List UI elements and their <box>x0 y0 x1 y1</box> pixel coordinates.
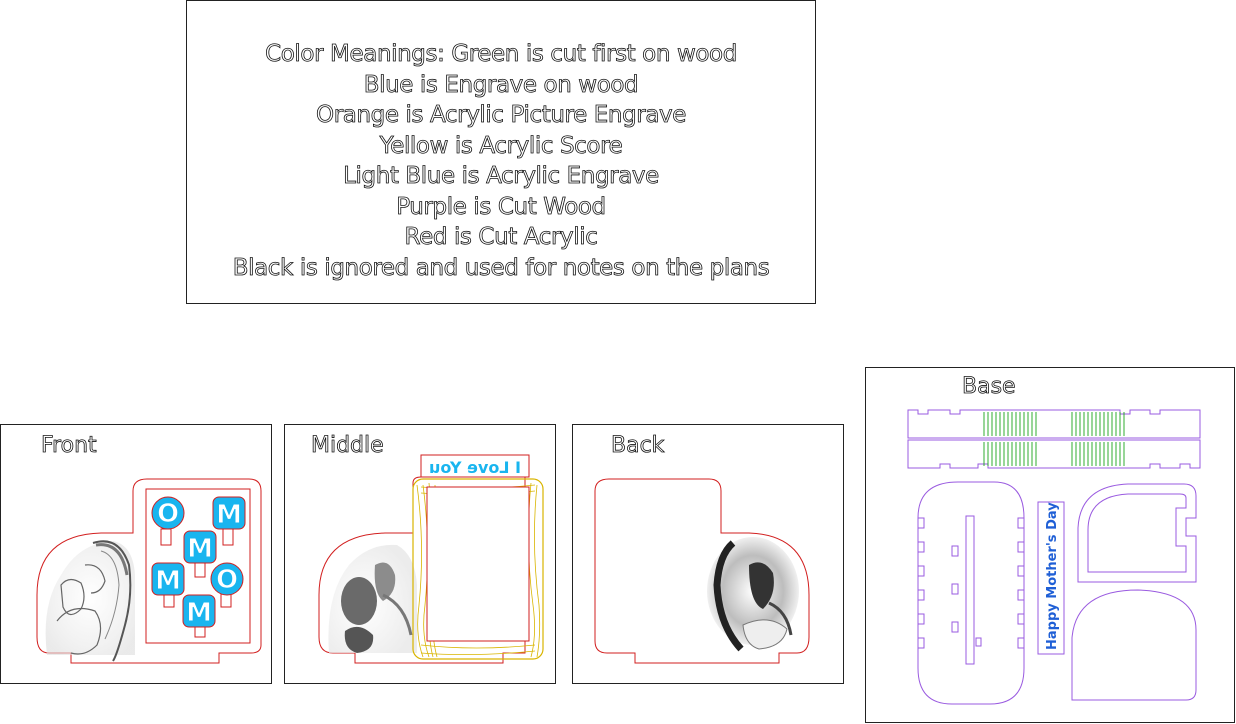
base-plate <box>917 481 1025 705</box>
base-green-hatch <box>983 412 1125 466</box>
letter-o1: O <box>157 499 179 529</box>
letter-m1: M <box>216 500 242 530</box>
letter-tile-o1: O <box>151 496 185 546</box>
front-panel: Front O <box>0 424 272 684</box>
legend-line-orange: Orange is Acrylic Picture Engrave <box>316 102 687 129</box>
legend-line-red: Red is Cut Acrylic <box>404 224 598 251</box>
middle-piece-drawing: I Love You <box>318 454 544 664</box>
front-acrylic-outline <box>36 478 262 664</box>
base-panel-label: Base <box>962 374 1016 400</box>
letter-tile-m4: M <box>182 594 216 638</box>
base-side-strip-top <box>907 409 1201 439</box>
middle-yellow-score-frame <box>412 478 544 660</box>
middle-panel: Middle <box>284 424 556 684</box>
front-panel-label: Front <box>41 433 97 459</box>
back-panel: Back <box>572 424 844 684</box>
front-mother-child-engraving <box>45 540 135 662</box>
front-mom-letters: O M M M O <box>151 496 246 638</box>
letter-m4: M <box>186 598 212 628</box>
legend-line-purple: Purple is Cut Wood <box>396 194 607 221</box>
base-curved-support-bottom <box>1071 589 1197 701</box>
back-mother-child-engraving <box>707 537 799 652</box>
middle-panel-label: Middle <box>311 433 384 459</box>
happy-mothers-day-text: Happy Mother's Day <box>1045 502 1060 650</box>
back-piece-drawing <box>594 478 810 664</box>
base-curved-support-top <box>1077 483 1197 583</box>
letter-tile-m2: M <box>183 530 217 578</box>
letter-m3: M <box>155 566 181 596</box>
front-inner-frame <box>145 488 251 644</box>
letter-tile-m1: M <box>212 496 246 546</box>
middle-love-banner: I Love You <box>420 454 530 478</box>
base-parts-drawing: Happy Mother's Day <box>907 409 1201 705</box>
letter-o2: O <box>216 565 238 595</box>
letter-m2: M <box>187 534 213 564</box>
legend-line-blue: Blue is Engrave on wood <box>363 72 639 99</box>
color-legend-box: Color Meanings: Green is cut first on wo… <box>186 0 816 304</box>
middle-picture-window <box>426 486 530 642</box>
base-panel: Base Happy Mother's D <box>865 367 1235 723</box>
base-plaque: Happy Mother's Day <box>1037 501 1065 655</box>
legend-line-yellow: Yellow is Acrylic Score <box>379 133 623 160</box>
letter-tile-o2: O <box>210 562 244 608</box>
back-acrylic-outline <box>594 478 810 664</box>
base-side-strip-bottom <box>907 439 1201 469</box>
legend-line-black: Black is ignored and used for notes on t… <box>232 255 770 282</box>
legend-line-title: Color Meanings: Green is cut first on wo… <box>265 41 738 68</box>
back-panel-label: Back <box>611 433 665 459</box>
letter-tile-m3: M <box>151 562 185 608</box>
middle-mother-child-engraving <box>328 544 417 653</box>
love-you-text: I Love You <box>429 458 521 477</box>
legend-line-light-blue: Light Blue is Acrylic Engrave <box>343 163 660 190</box>
front-piece-drawing: O M M M O <box>36 478 262 664</box>
